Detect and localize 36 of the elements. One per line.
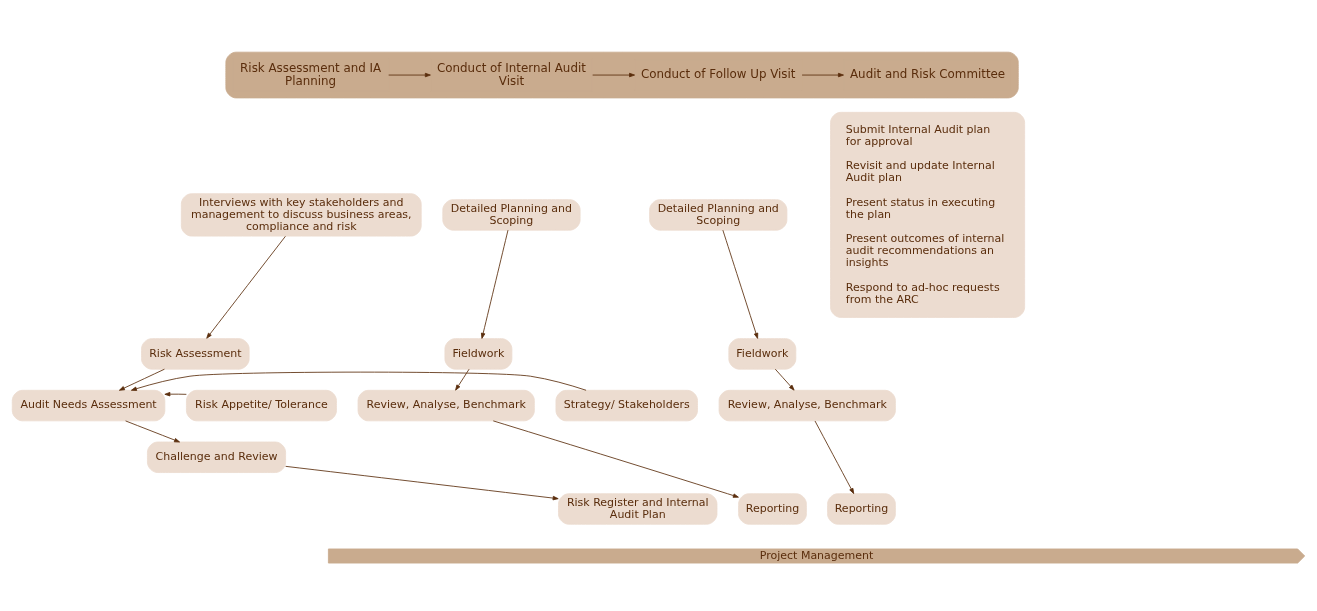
node-box: Risk Assessment xyxy=(141,337,250,370)
node-box: Risk Register and Internal Audit Plan xyxy=(558,492,718,525)
arrow xyxy=(455,368,470,391)
arrow xyxy=(118,368,165,391)
node-box: Review, Analyse, Benchmark xyxy=(718,389,896,421)
node-box: Detailed Planning and Scoping xyxy=(649,198,788,231)
node-box: Fieldwork xyxy=(444,337,513,370)
arrow xyxy=(722,229,759,339)
node-box: Reporting xyxy=(738,492,807,525)
cluster xyxy=(225,51,1019,98)
arrow xyxy=(480,229,509,339)
arrow xyxy=(801,72,844,77)
arrow xyxy=(285,465,559,500)
node-box: Review, Analyse, Benchmark xyxy=(357,389,535,421)
node-box: Risk Appetite/ Tolerance xyxy=(186,389,337,421)
node-text: Conduct of Follow Up Visit xyxy=(641,66,796,81)
arrow xyxy=(164,391,187,396)
arrow xyxy=(492,419,739,498)
node-box: Reporting xyxy=(827,492,896,525)
node-text: Risk Assessment and IA Planning xyxy=(240,60,382,88)
node-box: Fieldwork xyxy=(728,337,797,370)
node-box: Detailed Planning and Scoping xyxy=(442,198,581,231)
node-box: Interviews with key stakeholders and management to discuss business areas, compliance and risk xyxy=(180,192,422,236)
arrow xyxy=(592,72,635,77)
node-box: Submit Internal Audit plan for approval Revisit and update Internal Audit plan Present status in executing the plan Present outcomes of internal audit recommendations an insights Respond to ad-hoc requests from the ARC xyxy=(830,111,1026,318)
arrow xyxy=(206,235,286,339)
node-text: Conduct of Internal Audit Visit xyxy=(437,60,586,88)
arrow xyxy=(388,72,431,77)
arrow xyxy=(814,420,855,494)
node-box: Strategy/ Stakeholders xyxy=(555,389,698,421)
arrow xyxy=(774,368,795,391)
node-box: Challenge and Review xyxy=(147,441,286,473)
node-box: Audit Needs Assessment xyxy=(11,389,166,421)
arrow xyxy=(125,419,180,442)
arrow xyxy=(130,371,587,391)
node-text: Audit and Risk Committee xyxy=(850,66,1006,81)
